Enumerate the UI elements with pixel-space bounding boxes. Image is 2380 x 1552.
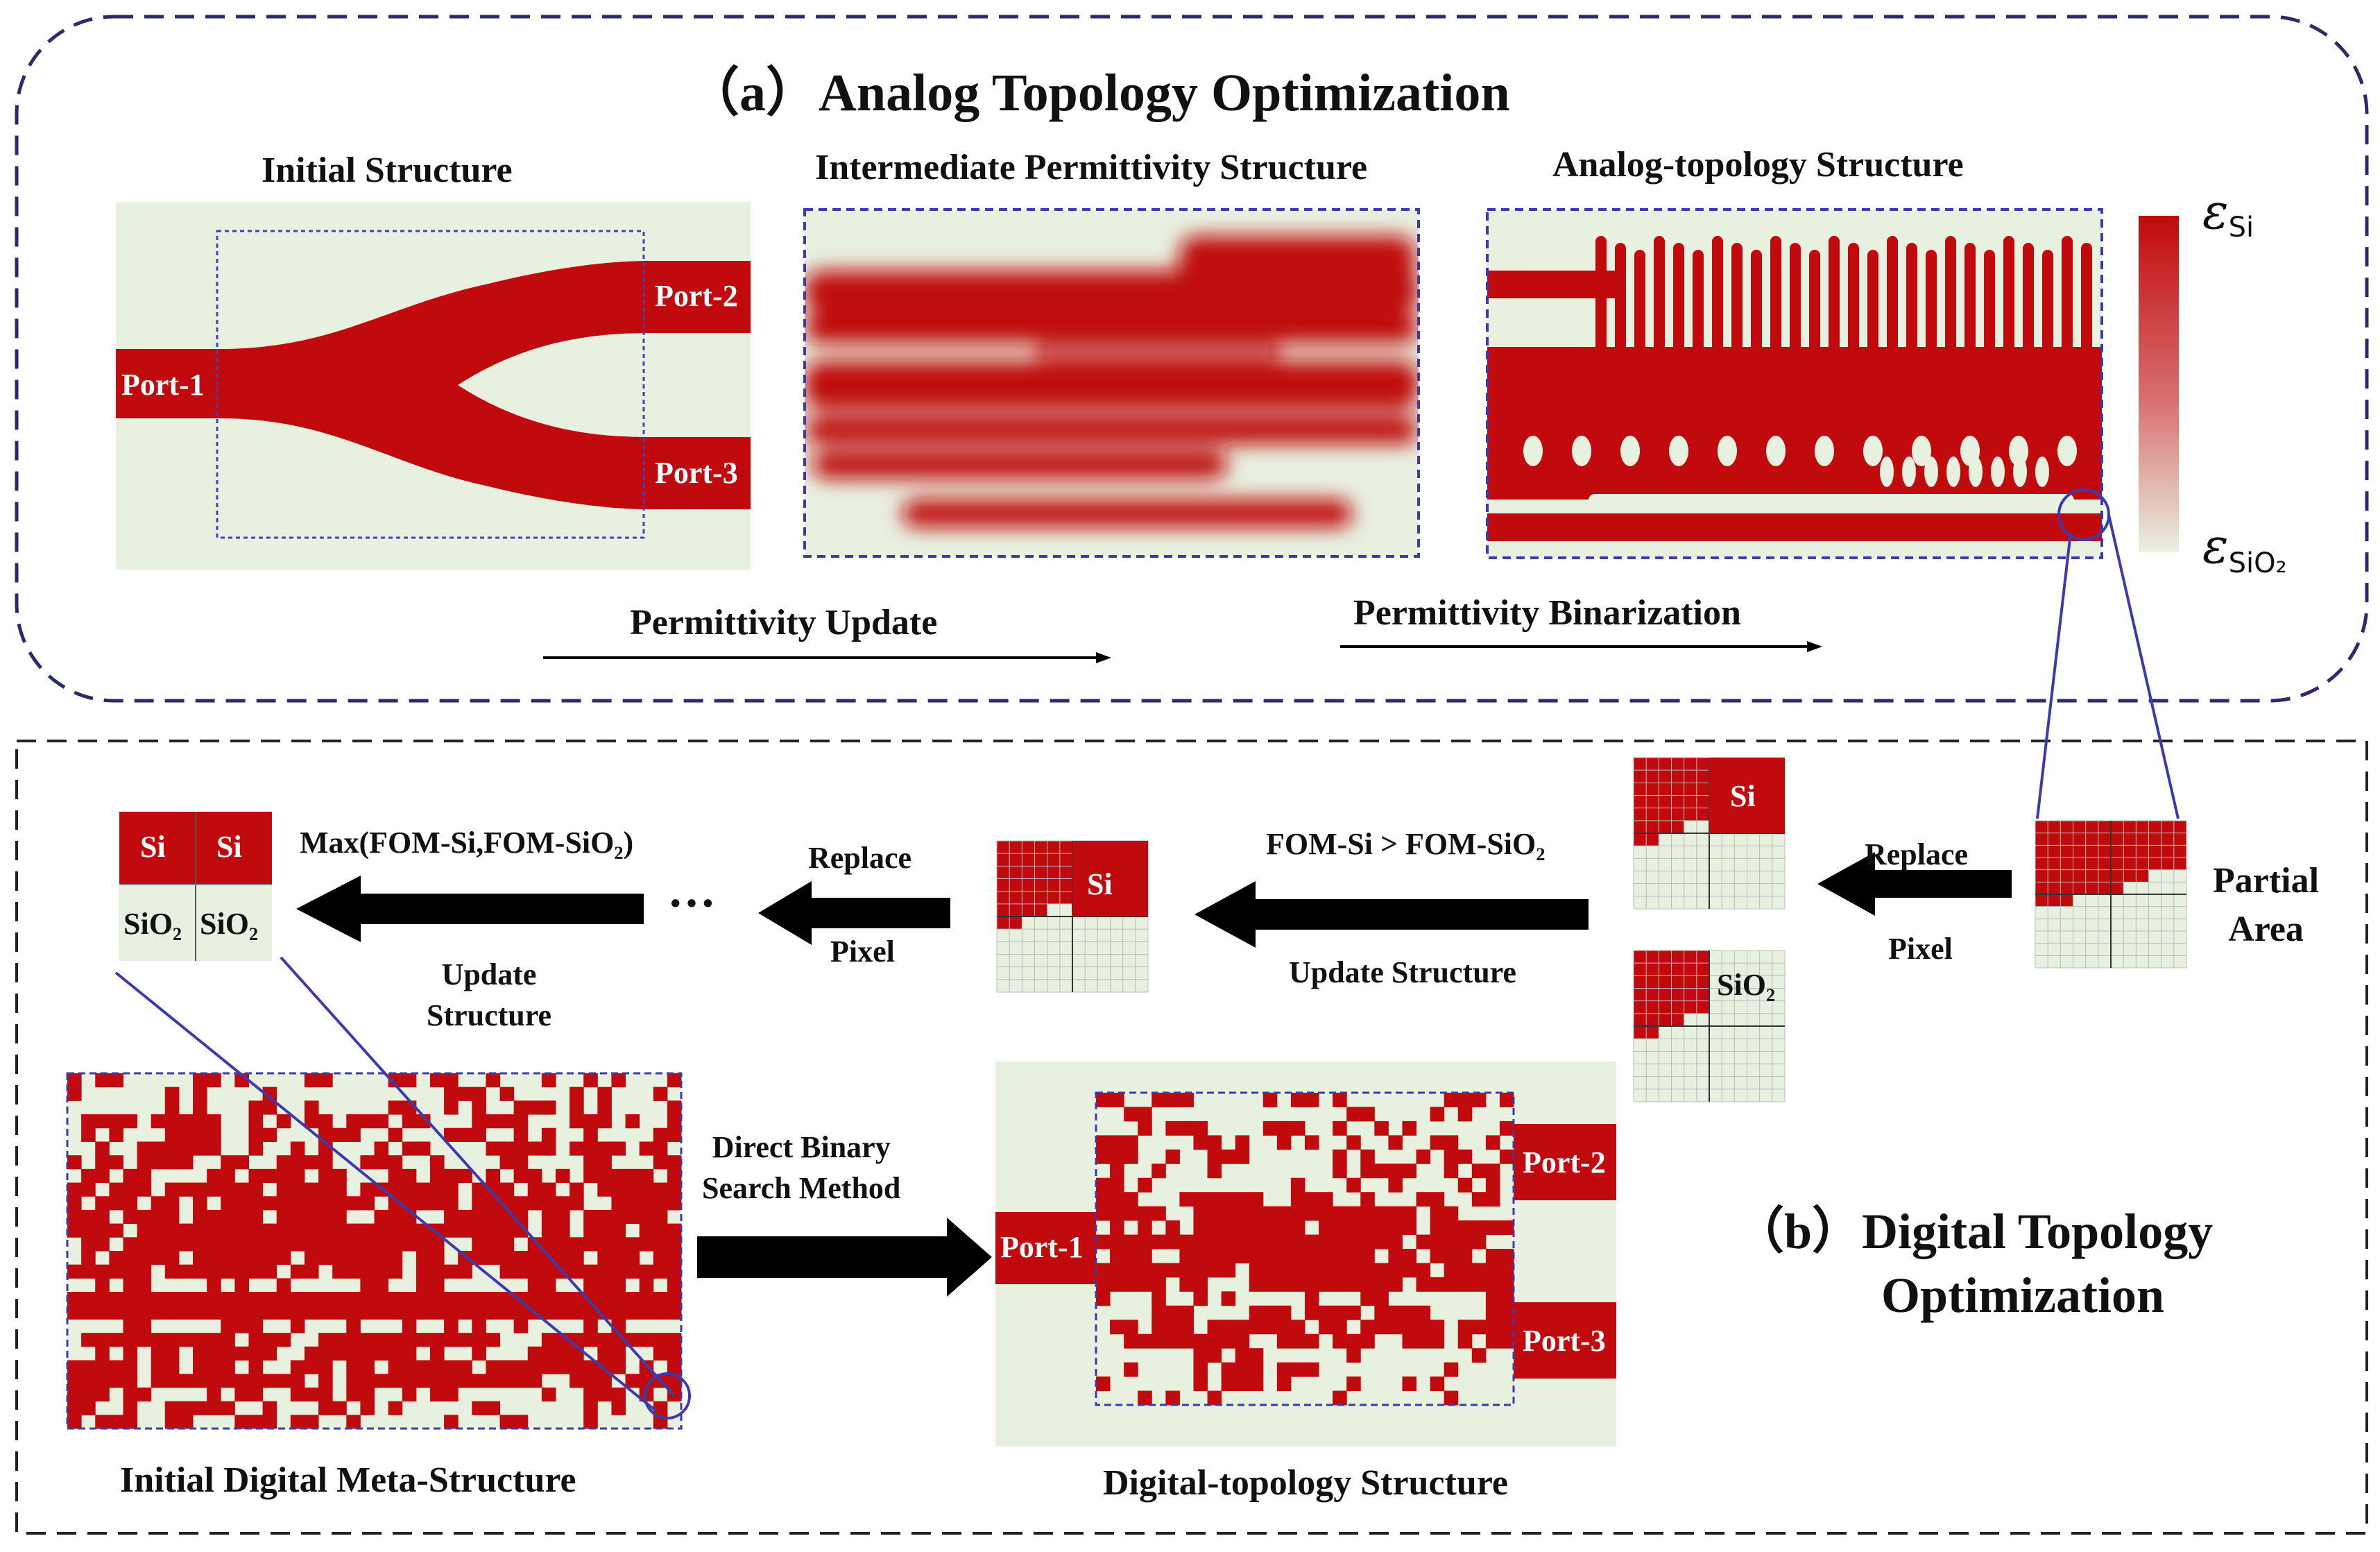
fom-compare-label: FOM-Si > FOM-SiO₂ xyxy=(1266,827,1546,861)
pixel-sio2-label: SiO₂ xyxy=(1717,968,1776,1002)
initial-port-2: Port-2 xyxy=(655,279,738,313)
initial-digital-meta-structure xyxy=(67,1073,682,1429)
grid-cell-si-2: Si xyxy=(216,830,242,864)
initial-port-3: Port-3 xyxy=(655,456,738,490)
panel-a-frame xyxy=(15,15,2369,703)
arrow-update-structure-1 xyxy=(1195,881,1589,948)
initial-structure-title: Initial Structure xyxy=(262,151,513,190)
two-by-two-grid xyxy=(119,812,272,961)
initial-port-1: Port-1 xyxy=(121,368,205,402)
replace-label-1: Replace xyxy=(1865,837,1969,871)
pixel-label-2: Pixel xyxy=(830,935,895,969)
intermediate-structure-title: Intermediate Permittivity Structure xyxy=(815,148,1368,187)
arrow-dbs xyxy=(697,1218,992,1297)
partial-area-label: Partial Area xyxy=(2213,861,2320,950)
analog-structure-title: Analog-topology Structure xyxy=(1552,145,1964,185)
ellipsis: ··· xyxy=(667,877,717,930)
arrow-update-structure-2 xyxy=(296,876,644,942)
panel-b-frame xyxy=(15,740,2368,1535)
arrow-label-permittivity-update: Permittivity Update xyxy=(630,603,938,642)
pixel-si-label-a: Si xyxy=(1730,779,1756,813)
digital-port-1: Port-1 xyxy=(1000,1230,1084,1264)
zoom-circle-b xyxy=(644,1372,691,1419)
arrow-label-permittivity-binarization: Permittivity Binarization xyxy=(1353,593,1741,633)
initial-digital-title: Initial Digital Meta-Structure xyxy=(120,1460,576,1500)
analog-topology-structure xyxy=(1487,210,2102,558)
panel-b-title-line1: （b）Digital Topology xyxy=(1734,1204,2214,1259)
colorbar xyxy=(2139,216,2179,552)
panel-a-title: （a）Analog Topology Optimization xyxy=(687,64,1510,122)
digital-topology-title: Digital-topology Structure xyxy=(1103,1463,1508,1503)
initial-structure xyxy=(116,202,751,570)
colorbar-top-label: εSi xyxy=(2202,183,2254,244)
colorbar-bottom-label: εSiO₂ xyxy=(2202,518,2287,579)
update-structure-label-2: Update Structure xyxy=(427,957,552,1033)
grid-cell-sio2-1: SiO₂ xyxy=(123,907,182,941)
arrow-replace-1 xyxy=(1817,852,2012,916)
digital-topology-structure xyxy=(995,1061,1616,1447)
dbs-method-label: Direct Binary Search Method xyxy=(702,1130,901,1206)
pixel-si-label-b: Si xyxy=(1087,867,1113,901)
digital-port-2: Port-2 xyxy=(1523,1145,1606,1179)
replace-label-2: Replace xyxy=(808,841,912,875)
arrow-replace-2 xyxy=(758,881,950,945)
grid-cell-si-1: Si xyxy=(140,830,166,864)
max-fom-label: Max(FOM-Si,FOM-SiO₂) xyxy=(300,826,634,860)
update-structure-label-1: Update Structure xyxy=(1289,955,1516,989)
intermediate-structure xyxy=(805,210,1419,556)
pixel-label-1: Pixel xyxy=(1888,932,1953,966)
digital-port-3: Port-3 xyxy=(1523,1324,1606,1358)
grid-cell-sio2-2: SiO₂ xyxy=(200,907,259,941)
panel-b-title-line2: Optimization xyxy=(1881,1268,2164,1323)
